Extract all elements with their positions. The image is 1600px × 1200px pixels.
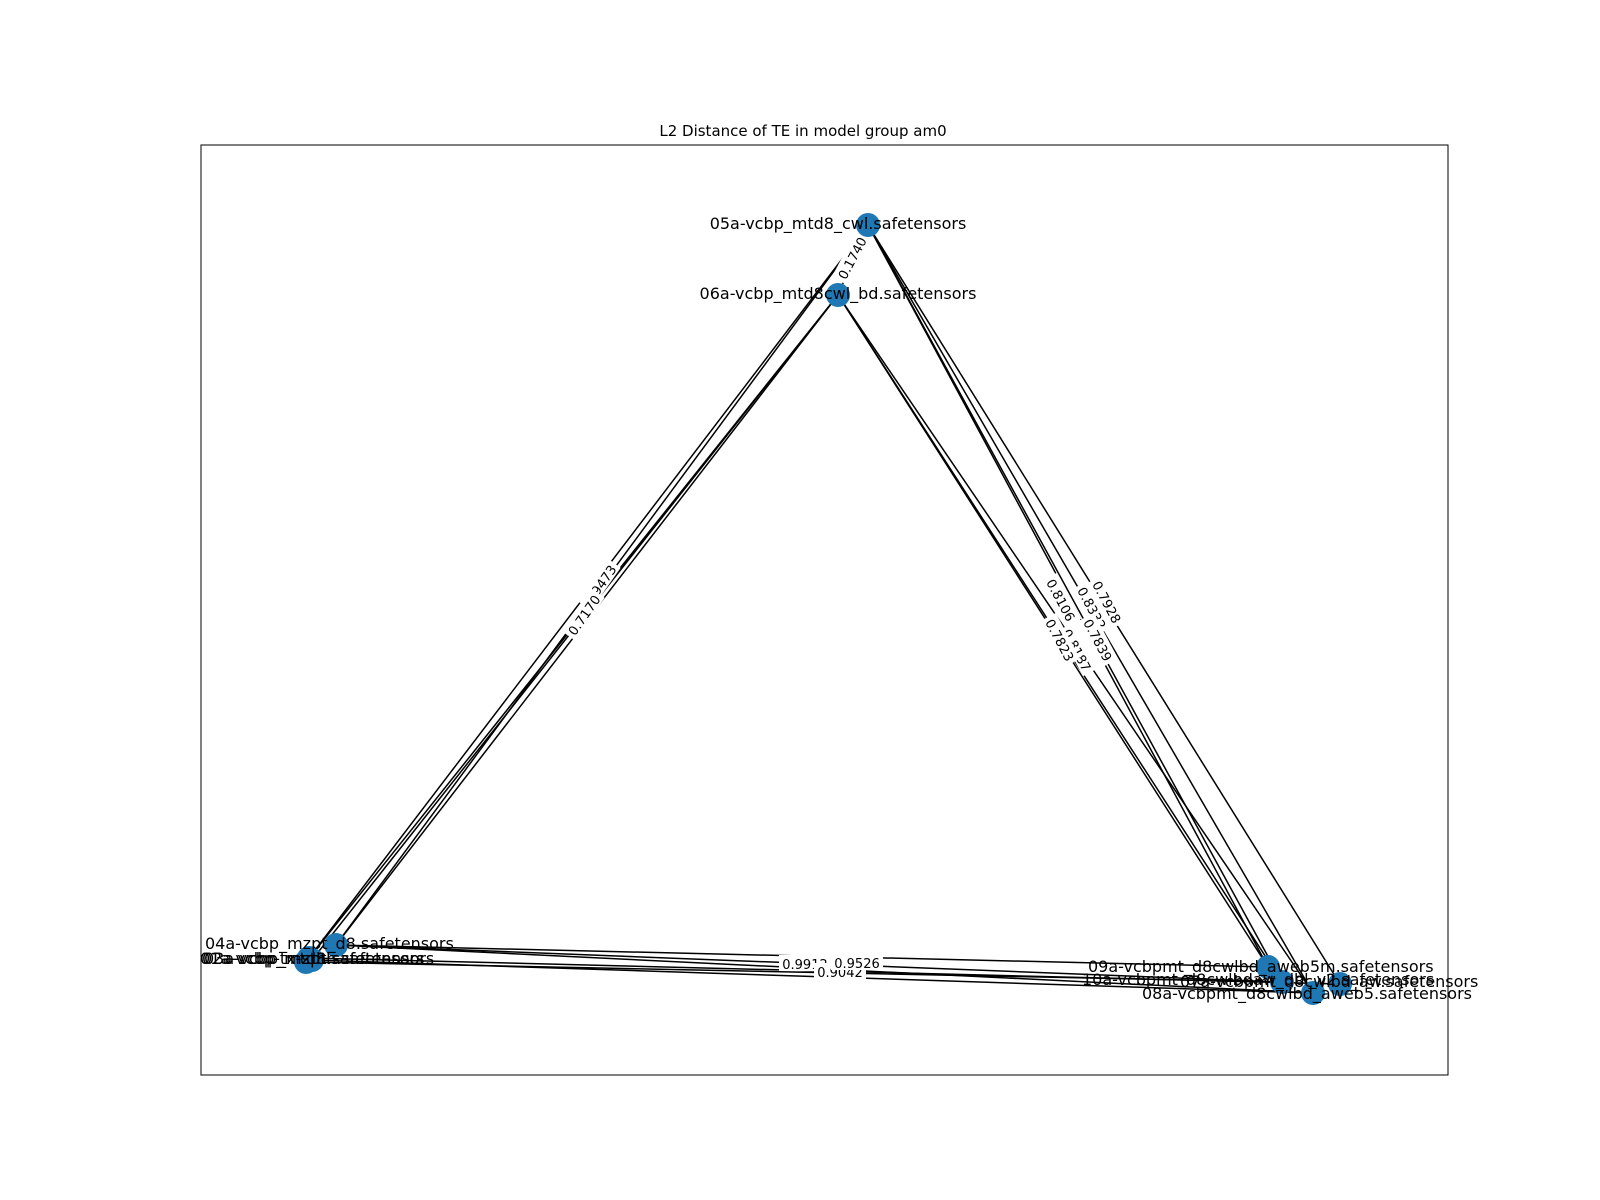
node-nC <box>294 950 318 974</box>
node-label-n05: 05a-vcbp_mtd8_cwl.safetensors <box>710 214 967 234</box>
edge-weight-label-background <box>1088 574 1128 629</box>
node-n06 <box>826 283 850 307</box>
node-label-n09: 09a-vcbpmt_d8cwlbd_aweb5m.safetensors <box>1088 957 1434 977</box>
edge-weight-label-background <box>1042 572 1082 627</box>
edge-weight-label-background <box>1079 612 1119 667</box>
node-label-n10: 10a-vcbpmt_d8cwlbdaw_dbl_v2.safetensors <box>1082 970 1434 990</box>
node-label-n07: 07a-vcbpmt_d8cwlbd_aw.safetensors <box>1180 972 1478 992</box>
node-label-n08: 08a-vcbpmt_d8cwlbd_aweb5.safetensors <box>1142 984 1472 1004</box>
edge-weight-label-background <box>1058 622 1098 677</box>
edge-weight-label-background <box>831 230 871 285</box>
node-n10 <box>1270 970 1294 994</box>
edge-weight-label: 0.9526 <box>831 954 883 972</box>
edge-weight-text: 0.9526 <box>834 957 880 972</box>
diagram-title: L2 Distance of TE in model group am0 <box>659 122 946 140</box>
edge-weight-label-background <box>561 588 605 641</box>
node-label-n06: 06a-vcbp_mtd8cwl_bd.safetensors <box>700 284 977 304</box>
node-n07 <box>1328 972 1352 996</box>
nodes-layer <box>294 213 1352 1005</box>
node-label-nB: 02a-vcbp_mtd8.safetensors <box>202 949 424 969</box>
node-labels-layer: 05a-vcbp_mtd8_cwl.safetensors 06a-vcbp_mt… <box>200 214 1478 1004</box>
node-label-nA: 01a-vcbp-tx-sthh.safetensors <box>200 949 434 968</box>
node-label-n04: 04a-vcbp_mzpt_d8.safetensors <box>205 934 454 954</box>
node-n04 <box>324 933 348 957</box>
node-label-nC: 03a-vcbp_mzpt.safetensors <box>204 949 425 969</box>
plot-frame <box>200 144 1449 1076</box>
edge-weight-label-background <box>831 954 883 970</box>
edge-nC-n10 <box>305 961 1283 983</box>
edge-weight-label-background <box>1073 580 1113 635</box>
node-n08 <box>1301 981 1325 1005</box>
node-n09 <box>1256 955 1280 979</box>
edge-weight-label-background <box>1041 612 1081 667</box>
node-n05 <box>856 213 880 237</box>
edge-n05-n10 <box>867 224 1283 983</box>
